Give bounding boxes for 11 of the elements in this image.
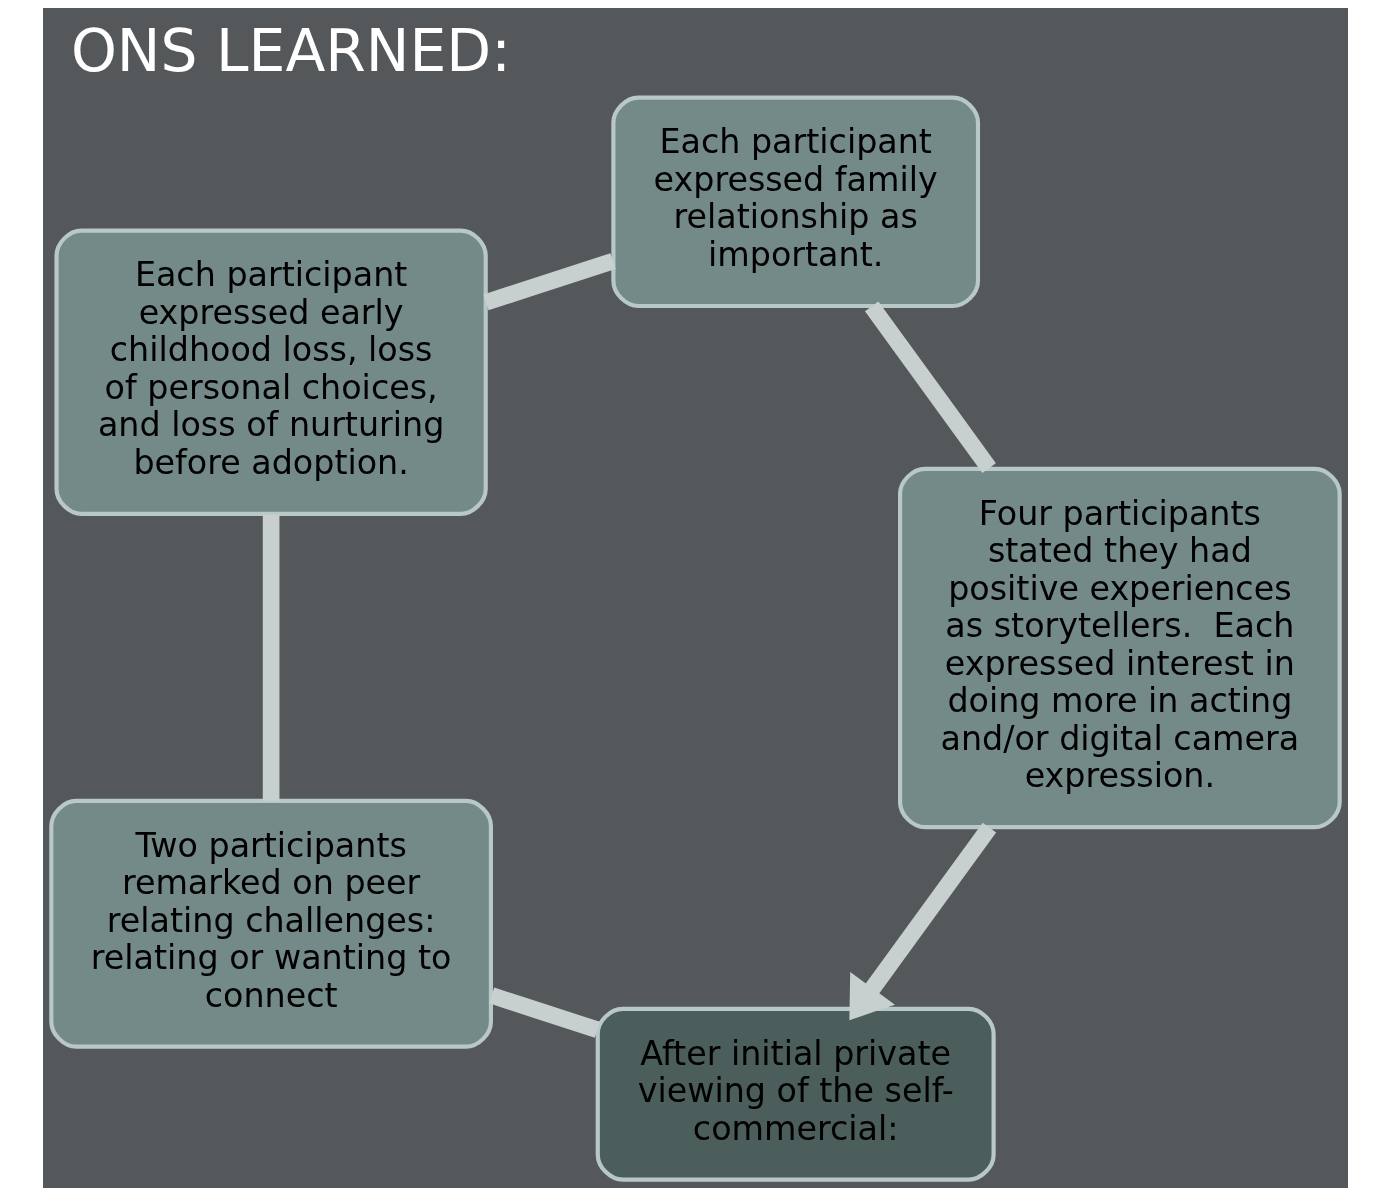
node-box: After initial private viewing of the self-commercial:: [595, 1006, 996, 1182]
diagram-title: ONS LEARNED:: [70, 17, 511, 86]
node-box: Each participant expressed early childhood loss, loss of personal choices, and loss of nurturing before adoption.: [53, 228, 488, 516]
connector: [864, 301, 996, 473]
arrow: [848, 822, 996, 1021]
connector: [488, 987, 600, 1038]
node-box: Two participants remarked on peer relating challenges: relating or wanting to connect: [48, 798, 493, 1049]
connector: [482, 253, 616, 311]
connector: [262, 514, 279, 801]
node-box: Each participant expressed family relationship as important.: [610, 95, 980, 309]
node-box: Four participants stated they had positive experiences as storytellers. Each expressed interest in doing more in acting and/or digital camera expression.: [897, 466, 1342, 830]
